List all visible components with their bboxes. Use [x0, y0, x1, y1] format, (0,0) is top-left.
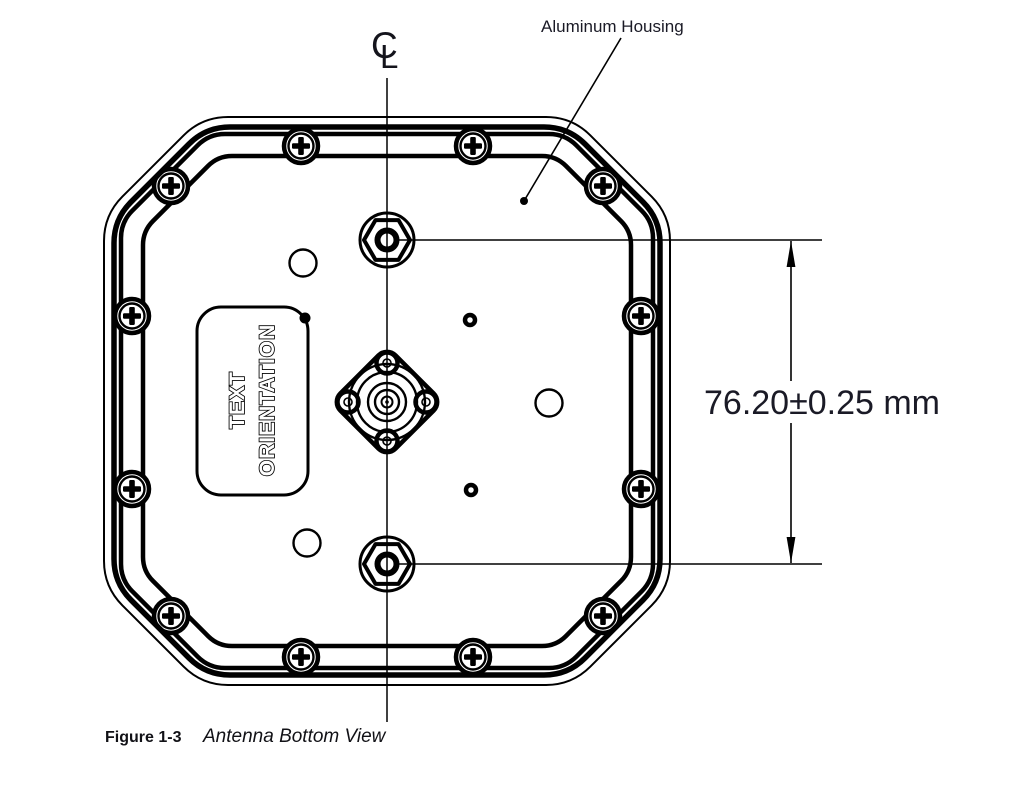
dimension-76mm: 76.20±0.25 mm [399, 239, 964, 565]
screw [284, 129, 318, 163]
plate-corner-dot [299, 312, 311, 324]
plate-text-line2: ORIENTATION [256, 324, 279, 477]
arrowhead-down-icon [786, 537, 796, 563]
arrowhead-up-icon [786, 241, 796, 267]
centerline-symbol-c: C [371, 25, 398, 66]
screw [624, 472, 658, 506]
dimension-value: 76.20±0.25 mm [704, 384, 940, 422]
small-hole [466, 485, 476, 495]
housing-main-outline [111, 124, 663, 678]
plate-text-line1: TEXT [226, 371, 249, 429]
screw [456, 129, 490, 163]
hole [292, 528, 322, 558]
housing-outer-edge [103, 116, 671, 686]
screw [284, 640, 318, 674]
leader-dot [520, 197, 528, 205]
screw [456, 640, 490, 674]
centerline-symbol: C L [371, 25, 398, 75]
figure-caption: Figure 1-3 Antenna Bottom View [105, 726, 387, 747]
gasket-channel-inner-wall [140, 153, 634, 649]
small-hole [465, 315, 475, 325]
housing-holes [288, 248, 564, 558]
gasket-channel-outer-wall [118, 131, 656, 671]
figure-title: Antenna Bottom View [202, 726, 387, 747]
plate-outline [195, 305, 310, 497]
screw [624, 299, 658, 333]
hole [534, 388, 564, 418]
leader-line [523, 37, 622, 202]
text-orientation-plate: TEXT ORIENTATION [195, 305, 311, 497]
screw [115, 472, 149, 506]
screw [115, 299, 149, 333]
centerline-symbol-l: L [380, 38, 398, 75]
dimension-text-mask [700, 381, 964, 423]
aluminum-housing-outline [103, 116, 671, 686]
hole [288, 248, 318, 278]
aluminum-housing-label: Aluminum Housing [541, 17, 684, 36]
aluminum-housing-callout: Aluminum Housing [520, 17, 684, 205]
figure-number: Figure 1-3 [105, 729, 182, 746]
